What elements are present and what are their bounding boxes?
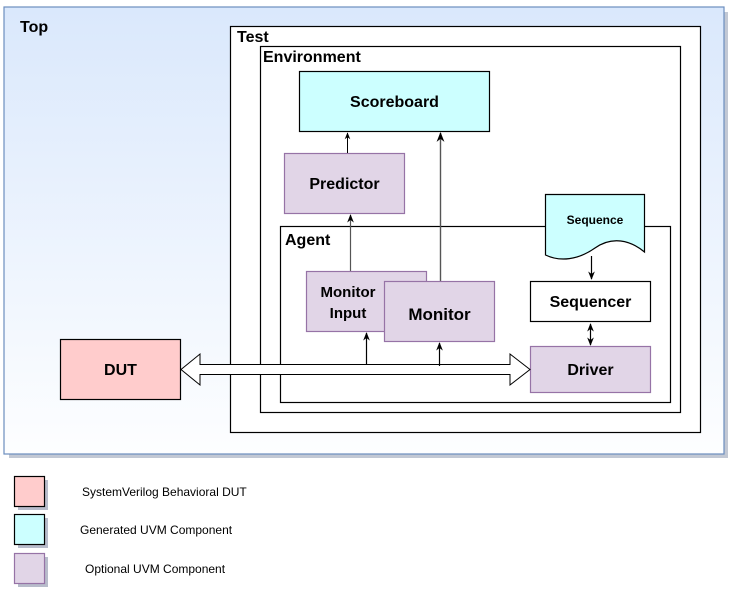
driver-box[interactable] <box>529 345 652 394</box>
environment-label: Environment <box>263 49 361 66</box>
monitor-input-label-line1: Monitor <box>321 284 376 301</box>
test-label: Test <box>237 29 269 46</box>
monitor-label: Monitor <box>408 305 471 324</box>
scoreboard-label: Scoreboard <box>350 94 439 111</box>
driver-label: Driver <box>567 362 613 379</box>
monitor-input-label-line2: Input <box>330 305 367 322</box>
top-label: Top <box>20 19 48 36</box>
sequence-shape[interactable] <box>544 193 646 260</box>
legend-swatch-dut <box>13 475 46 508</box>
legend: SystemVerilog Behavioral DUT Generated U… <box>13 475 247 587</box>
predictor-box[interactable] <box>283 152 406 215</box>
legend-label-optional: Optional UVM Component <box>85 562 226 576</box>
monitor-box[interactable] <box>383 280 496 343</box>
agent-label: Agent <box>285 232 331 249</box>
scoreboard-box[interactable] <box>298 70 491 133</box>
dut-label: DUT <box>104 362 137 379</box>
legend-swatch-generated <box>13 513 46 546</box>
sequencer-label: Sequencer <box>550 294 632 311</box>
dut-box[interactable] <box>59 338 182 401</box>
sequence-label: Sequence <box>567 213 624 227</box>
predictor-label: Predictor <box>309 176 379 193</box>
legend-label-dut: SystemVerilog Behavioral DUT <box>82 485 247 499</box>
legend-label-generated: Generated UVM Component <box>80 523 233 537</box>
legend-swatch-optional <box>13 552 46 585</box>
dut-driver-bus-arrow <box>180 352 531 387</box>
sequencer-box[interactable] <box>529 280 652 323</box>
